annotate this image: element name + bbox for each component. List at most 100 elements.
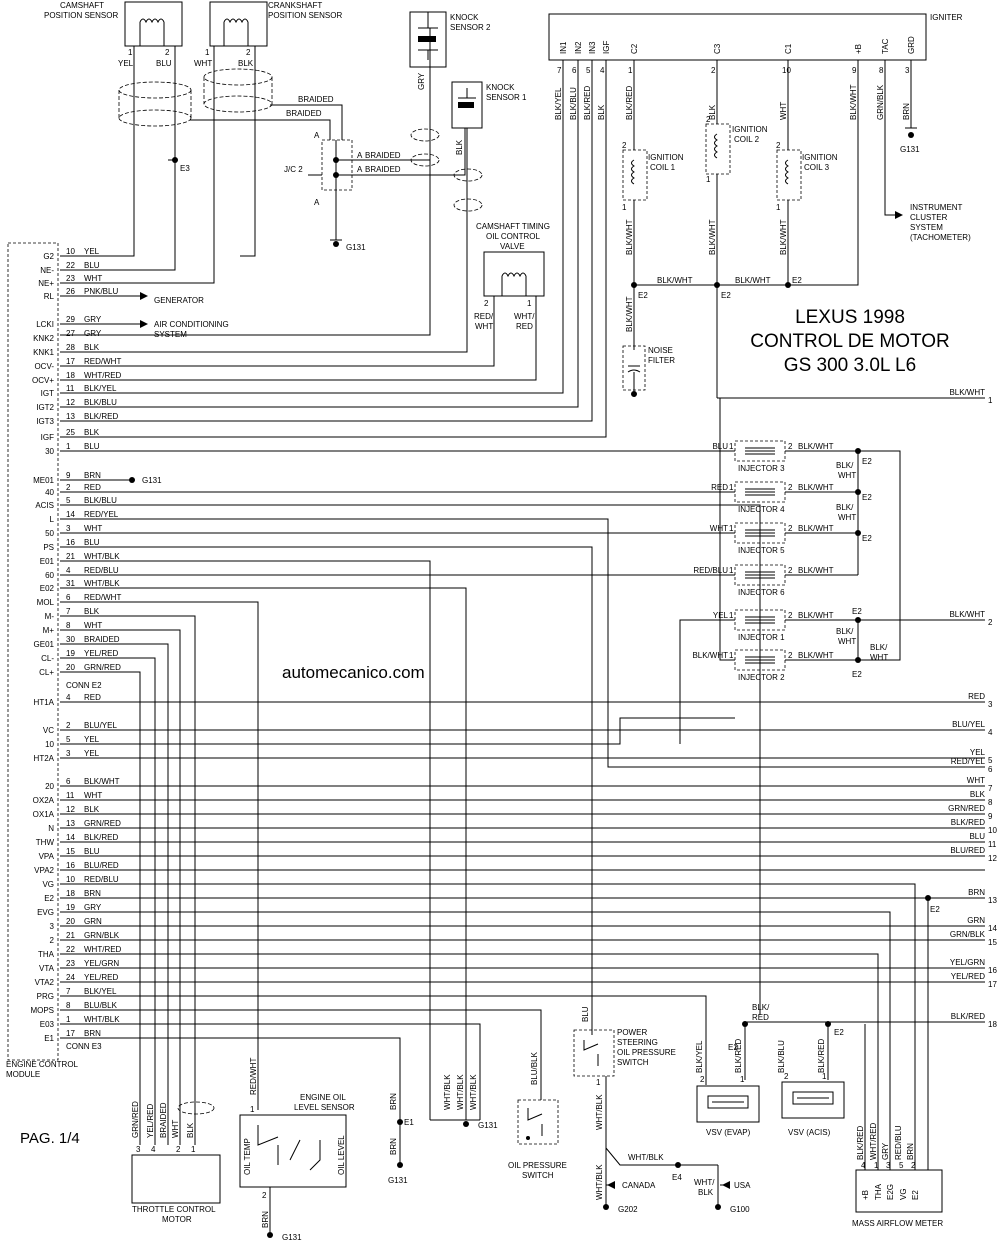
ecm-wire-color-6: BLK	[84, 343, 100, 352]
svg-text:THROTTLE CONTROL: THROTTLE CONTROL	[132, 1205, 216, 1214]
svg-text:LEVEL SENSOR: LEVEL SENSOR	[294, 1103, 355, 1112]
ecm-wire-color-40: RED/BLU	[84, 875, 119, 884]
output-number-13: 14	[988, 924, 997, 933]
output-number-9: 10	[988, 826, 997, 835]
page-label: PAG. 1/4	[20, 1130, 80, 1147]
inj-bus-b-2: WHT	[838, 637, 856, 646]
igniter: IGNITER IN17BLK/YELIN26BLK/BLUIN35BLK/RE…	[548, 13, 963, 120]
ecm-terminal-1: NE-	[40, 266, 54, 275]
maf-terminal-1: THA	[874, 1183, 883, 1200]
svg-text:WHT/BLK: WHT/BLK	[469, 1074, 478, 1110]
ecm-terminal-31: 10	[45, 740, 54, 749]
igniter-terminal-3: IGF	[602, 41, 611, 54]
ecm-terminal-37: THW	[36, 838, 55, 847]
svg-text:OIL LEVEL: OIL LEVEL	[337, 1135, 346, 1175]
svg-text:CLUSTER: CLUSTER	[910, 213, 948, 222]
conn-e3-label: CONN E3	[66, 1042, 102, 1051]
output-wire-color-11: BLU/RED	[950, 846, 985, 855]
ecm-wire-color-49: BLU/BLK	[84, 1001, 118, 1010]
output-wire-color-16: YEL/RED	[951, 972, 985, 981]
ecm-terminal-5: KNK2	[33, 334, 54, 343]
injector-label-3: INJECTOR 6	[738, 588, 785, 597]
ecm-terminal-33: 20	[45, 782, 54, 791]
ecm-wire-color-10: BLK/BLU	[84, 398, 117, 407]
svg-text:CAMSHAFT TIMING: CAMSHAFT TIMING	[476, 222, 550, 231]
throttle-wire-4: BLK	[186, 1122, 195, 1138]
svg-text:E2: E2	[728, 1043, 738, 1052]
ecm-pin-number-0: 10	[66, 247, 75, 256]
svg-text:MOTOR: MOTOR	[162, 1215, 192, 1224]
ecm-terminal-24: M-	[45, 612, 55, 621]
output-wire-color-3: BLU/YEL	[952, 720, 985, 729]
ignition-coil-2: IGNITION COIL 2 2 1 BLK/WHT	[705, 115, 768, 255]
ecm-terminal-3: RL	[44, 292, 55, 301]
output-connectors: BLK/WHT1BLK/WHT2RED3BLU/YEL4YEL5RED/YEL6…	[948, 388, 997, 1029]
ecm-pin-number-26: 30	[66, 635, 75, 644]
igniter-wire-2: BLK/RED	[583, 86, 592, 120]
ecm-wire-color-24: BLK	[84, 607, 100, 616]
igniter-terminal-6: C1	[784, 43, 793, 54]
ecm-pin-number-34: 11	[66, 791, 75, 800]
ecm-wire-color-2: WHT	[84, 274, 102, 283]
ecm-wire-color-48: BLK/YEL	[84, 987, 117, 996]
output-number-7: 8	[988, 798, 993, 807]
ecm-pin-number-38: 15	[66, 847, 75, 856]
svg-text:POSITION SENSOR: POSITION SENSOR	[44, 11, 118, 20]
svg-text:IGNITER: IGNITER	[930, 13, 963, 22]
svg-text:1: 1	[527, 299, 532, 308]
maf-pin-4: 2	[911, 1161, 916, 1170]
vsv-acis: VSV (ACIS) 2 1 BLK/BLU BLK/RED	[777, 1039, 845, 1137]
ecm-pin-number-31: 5	[66, 735, 71, 744]
ecm-terminal-9: IGT	[41, 389, 54, 398]
injector-pin2-2: 2	[788, 524, 793, 533]
throttle-wire-2: BRAIDED	[159, 1102, 168, 1138]
svg-text:E1: E1	[404, 1118, 414, 1127]
igniter-wire-6: WHT	[779, 102, 788, 120]
svg-text:G202: G202	[618, 1205, 638, 1214]
inj-bus-a-r: BLK/	[870, 643, 888, 652]
output-wire-color-15: YEL/GRN	[950, 958, 985, 967]
svg-text:COIL 2: COIL 2	[734, 135, 760, 144]
svg-text:BLK/BLU: BLK/BLU	[777, 1040, 786, 1073]
svg-text:(TACHOMETER): (TACHOMETER)	[910, 233, 971, 242]
svg-text:G131: G131	[478, 1121, 498, 1130]
ecm-terminal-25: M+	[43, 626, 55, 635]
svg-text:2: 2	[262, 1191, 267, 1200]
inj-bus-a-0: BLK/	[836, 461, 854, 470]
svg-text:OIL PRESSURE: OIL PRESSURE	[617, 1048, 676, 1057]
svg-text:1: 1	[128, 48, 133, 57]
throttle-wire-0: GRN/RED	[131, 1101, 140, 1138]
camshaft-position-sensor: CAMSHAFT POSITION SENSOR 1 2 YEL BLU	[44, 1, 183, 68]
ecm-wire-color-35: BLK	[84, 805, 100, 814]
svg-text:WHT/: WHT/	[514, 312, 535, 321]
ecm-terminal-51: E1	[44, 1034, 54, 1043]
output-wire-color-12: BRN	[968, 888, 985, 897]
output-number-12: 13	[988, 896, 997, 905]
ecm-wire-color-32: YEL	[84, 749, 100, 758]
ecm-wire-color-4: GRY	[84, 315, 102, 324]
ecm-wire-color-36: GRN/RED	[84, 819, 121, 828]
ecm-terminal-49: MOPS	[30, 1006, 54, 1015]
injector-pin2-1: 2	[788, 483, 793, 492]
ecm-pin-number-28: 20	[66, 663, 75, 672]
svg-text:WHT/: WHT/	[694, 1178, 715, 1187]
maf-terminal-4: E2	[911, 1190, 920, 1200]
svg-text:BRN: BRN	[261, 1211, 270, 1228]
injector-ground-e2-0: E2	[862, 457, 872, 466]
ecm-pin-number-5: 27	[66, 329, 75, 338]
output-wire-color-14: GRN/BLK	[950, 930, 986, 939]
svg-text:BLK: BLK	[698, 1188, 714, 1197]
maf-wire-3: RED/BLU	[894, 1125, 903, 1160]
ecm-wire-color-39: BLU/RED	[84, 861, 119, 870]
ecm-pin-number-40: 10	[66, 875, 75, 884]
svg-text:OIL PRESSURE: OIL PRESSURE	[508, 1161, 567, 1170]
maf-pin-3: 5	[899, 1161, 904, 1170]
ecm-wire-color-37: BLK/RED	[84, 833, 118, 842]
svg-text:BLK: BLK	[455, 139, 464, 155]
ecm-pin-number-49: 8	[66, 1001, 71, 1010]
ecm-pin-number-46: 23	[66, 959, 75, 968]
ecm-terminal-22: E02	[40, 584, 55, 593]
ecm-wire-color-42: GRY	[84, 903, 102, 912]
igniter-terminal-5: C3	[713, 43, 722, 54]
